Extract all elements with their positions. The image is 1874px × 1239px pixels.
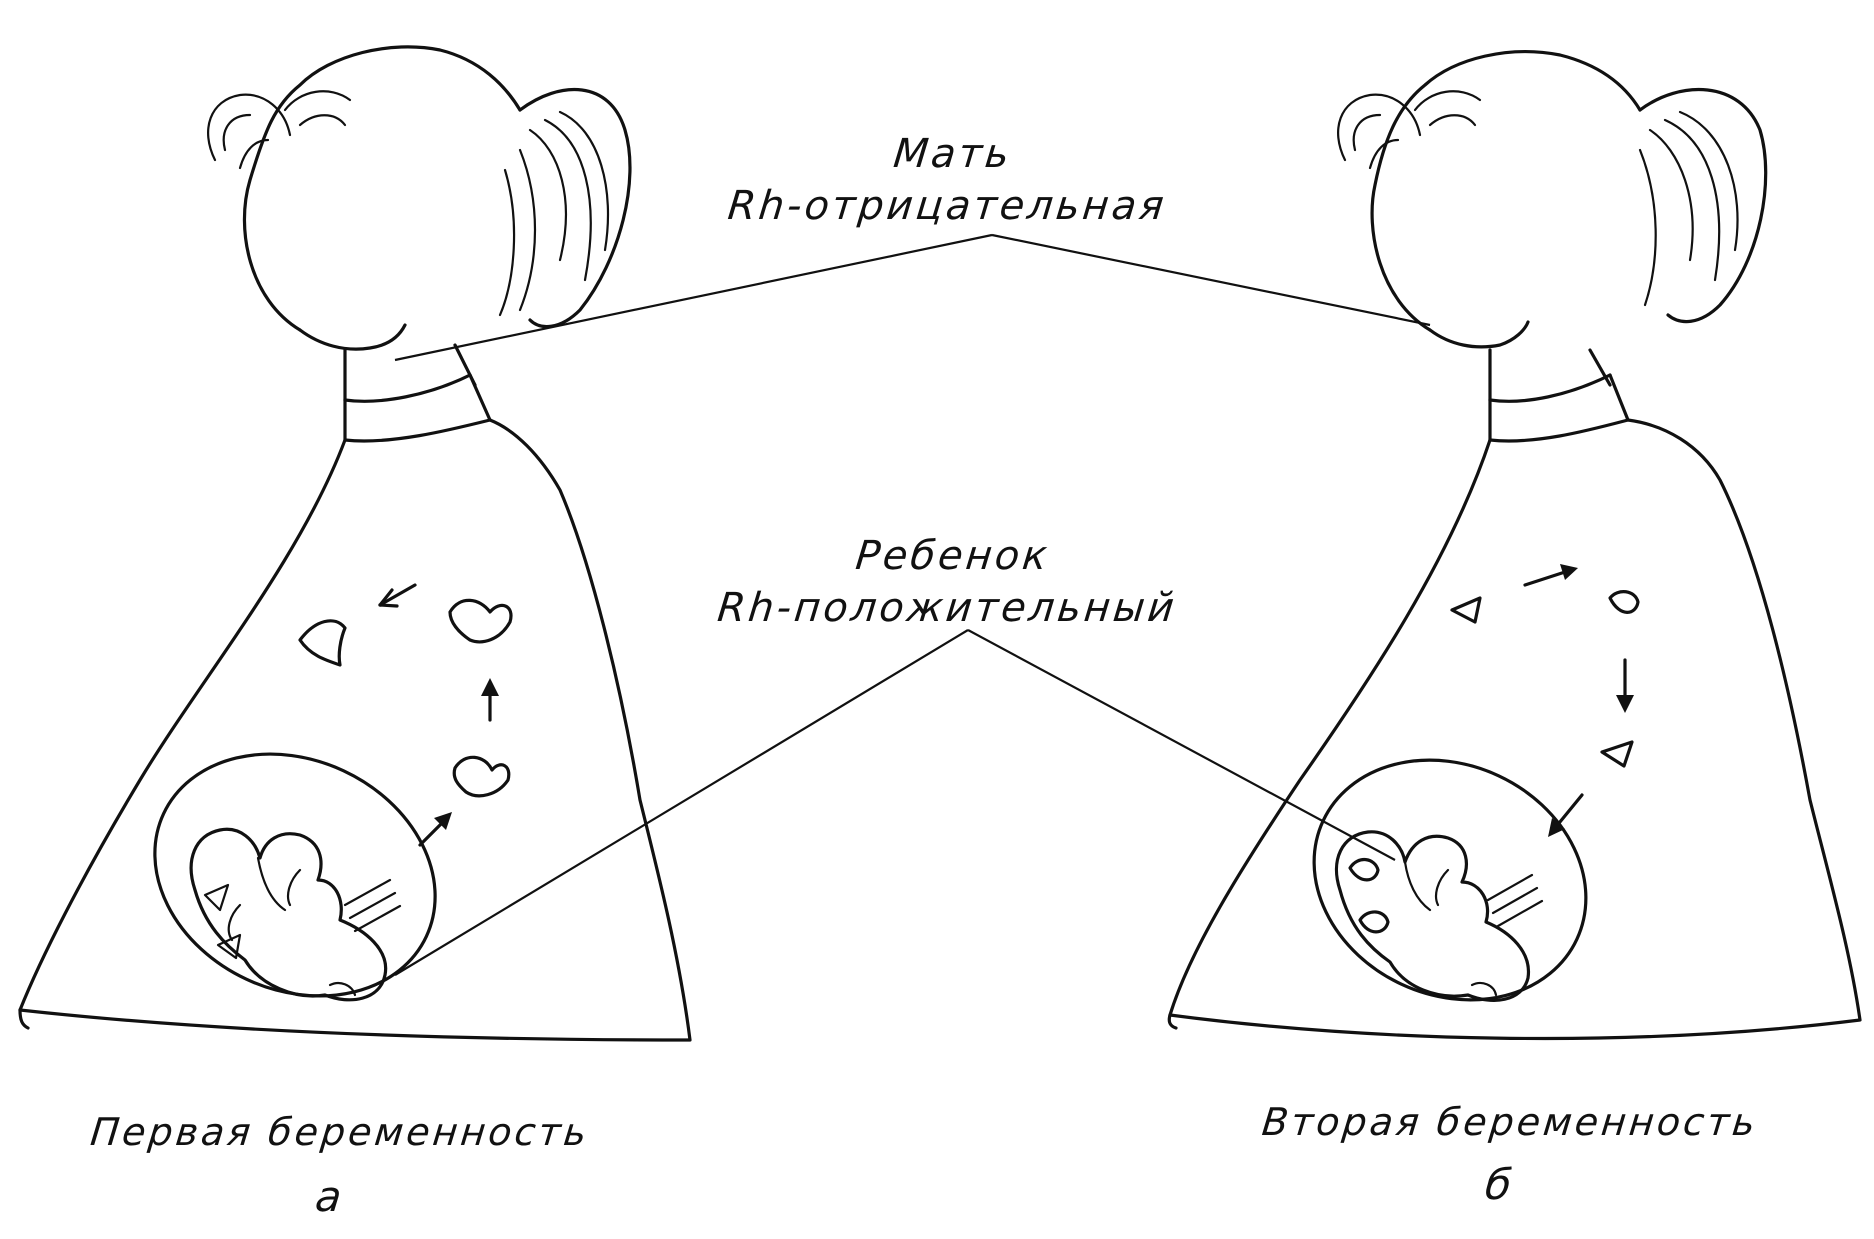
mother-figure-second xyxy=(1169,52,1860,1039)
child-label: Ребенок Rh-положительный xyxy=(695,530,1206,634)
first-pregnancy-caption: Первая беременность xyxy=(58,1110,623,1154)
leader-child-left xyxy=(395,630,968,975)
child-label-line2: Rh-положительный xyxy=(695,582,1200,634)
mother-label: Мать Rh-отрицательная xyxy=(695,128,1206,232)
antigen-cycle-first xyxy=(300,585,511,845)
leader-child-right xyxy=(968,630,1395,860)
uterus-second xyxy=(1275,717,1626,1044)
antibody-cycle-second xyxy=(1452,564,1638,837)
mother-label-line2: Rh-отрицательная xyxy=(695,180,1200,232)
child-label-line1: Ребенок xyxy=(700,530,1205,582)
first-pregnancy-letter: а xyxy=(297,1172,362,1221)
second-pregnancy-caption: Вторая беременность xyxy=(1228,1100,1793,1144)
mother-figure-first xyxy=(20,47,690,1040)
leader-mother-left xyxy=(395,235,992,360)
uterus-first xyxy=(115,709,475,1040)
mother-label-line1: Мать xyxy=(700,128,1205,180)
leader-mother-right xyxy=(992,235,1430,325)
second-pregnancy-letter: б xyxy=(1467,1160,1532,1209)
